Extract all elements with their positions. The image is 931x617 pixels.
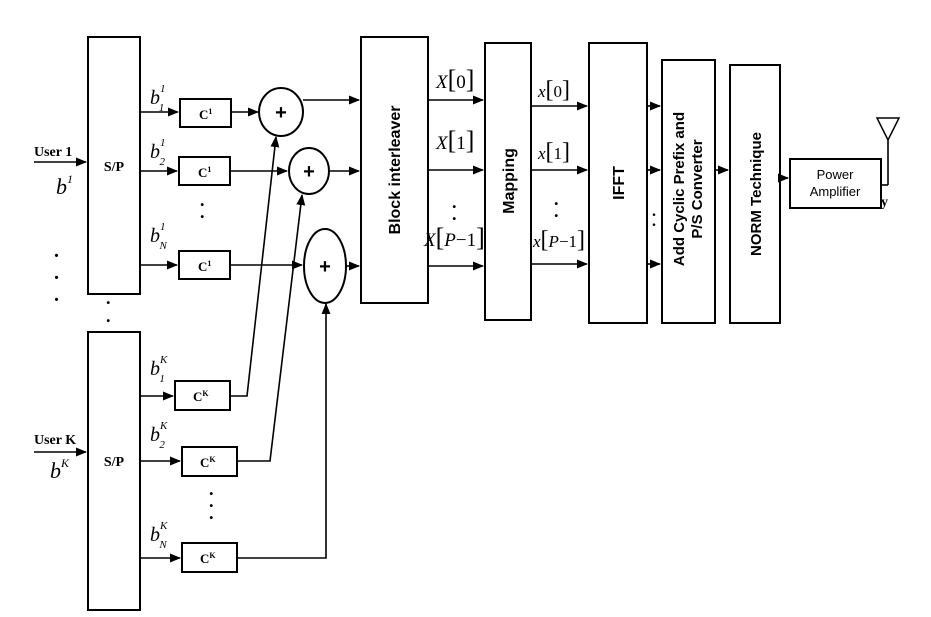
svg-text:.: .	[652, 213, 656, 230]
sp-block-userk	[87, 331, 141, 611]
code-c1-branch2-label: C1	[198, 165, 211, 180]
cyclic-prefix-block	[661, 59, 716, 324]
cyclic-prefix-label-line2: P/S Converter	[689, 139, 706, 238]
mapping-ellipsis: . .	[554, 189, 559, 221]
code-c1-branch1	[179, 98, 232, 128]
svg-text:.: .	[209, 503, 214, 523]
code-c1-branch2	[178, 156, 231, 186]
ifft-block	[588, 42, 648, 324]
antenna-icon	[875, 117, 901, 142]
cyclic-prefix-label-line1: Add Cyclic Prefix and	[671, 112, 688, 266]
power-amplifier-label-line2: Amplifier	[810, 184, 861, 199]
svg-text:.: .	[554, 201, 559, 221]
user1-signal: b1	[56, 172, 73, 199]
ck2-to-adder2	[237, 193, 306, 462]
code-c1-branchN-label: C1	[198, 259, 211, 274]
svg-text:.: .	[54, 262, 59, 284]
userk-signal: bK	[50, 456, 70, 483]
block-interleaver-label: Block interleaver	[387, 106, 404, 235]
interleaver-ellipsis: . .	[452, 192, 457, 224]
block-interleaver	[360, 36, 429, 304]
adder-1-symbol: +	[275, 102, 287, 124]
sp-block-user1	[87, 36, 141, 295]
mapping-out-0: x[0]	[537, 77, 570, 103]
mapping-block-label: Mapping	[501, 148, 518, 214]
svg-text:.: .	[200, 202, 205, 222]
adder-3-symbol: +	[319, 256, 331, 278]
code-ck-branch1	[174, 380, 231, 411]
user1-label: User 1	[34, 145, 72, 160]
svg-text:.: .	[554, 189, 559, 209]
svg-text:.: .	[209, 479, 214, 499]
sp-block-userk-label: S/P	[104, 455, 125, 470]
code-c1-branch1-label: C1	[199, 107, 212, 122]
adder-1	[258, 87, 304, 137]
userk-label: User K	[34, 433, 76, 448]
ifft-block-label: IFFT	[611, 166, 628, 200]
power-amplifier-block	[789, 158, 882, 209]
svg-text:.: .	[54, 240, 59, 262]
svg-text:.: .	[54, 284, 59, 306]
mapping-out-1: x[1]	[537, 139, 570, 165]
norm-technique-block	[729, 64, 781, 324]
user-ellipsis: . . .	[54, 240, 59, 306]
svg-text:.: .	[452, 192, 457, 212]
code-ck-branch2-label: CK	[200, 455, 216, 470]
svg-text:.: .	[452, 204, 457, 224]
svg-text:.: .	[106, 288, 111, 308]
power-amplifier-label-line1: Power	[817, 167, 855, 182]
ck1-to-adder1	[230, 135, 280, 397]
svg-text:.: .	[209, 491, 214, 511]
code-ck-branch1-label: CK	[193, 389, 209, 404]
ckN-to-adder3	[237, 302, 331, 559]
svg-text:.: .	[652, 203, 656, 220]
svg-text:.: .	[106, 306, 111, 326]
norm-technique-label: NORM Technique	[748, 132, 765, 256]
mapping-out-p: x[P−1]	[532, 227, 585, 253]
sp-ellipsis: . .	[106, 288, 111, 326]
code-ck-branchN-label: CK	[200, 551, 216, 566]
sp-block-user1-label: S/P	[104, 160, 125, 175]
mapping-block	[484, 42, 532, 321]
branch-ellipsis-user1: . .	[200, 190, 205, 222]
branch-ellipsis-userk: . . .	[209, 479, 214, 523]
interleaver-out-1: X[1]	[435, 126, 474, 155]
adder-2-symbol: +	[303, 161, 315, 183]
svg-text:.: .	[200, 190, 205, 210]
ifft-ellipsis: . .	[652, 203, 656, 230]
output-y-label: y	[881, 195, 888, 210]
code-ck-branch2	[181, 446, 238, 477]
interleaver-out-0: X[0]	[435, 65, 474, 94]
interleaver-out-p: X[P−1]	[423, 223, 485, 252]
